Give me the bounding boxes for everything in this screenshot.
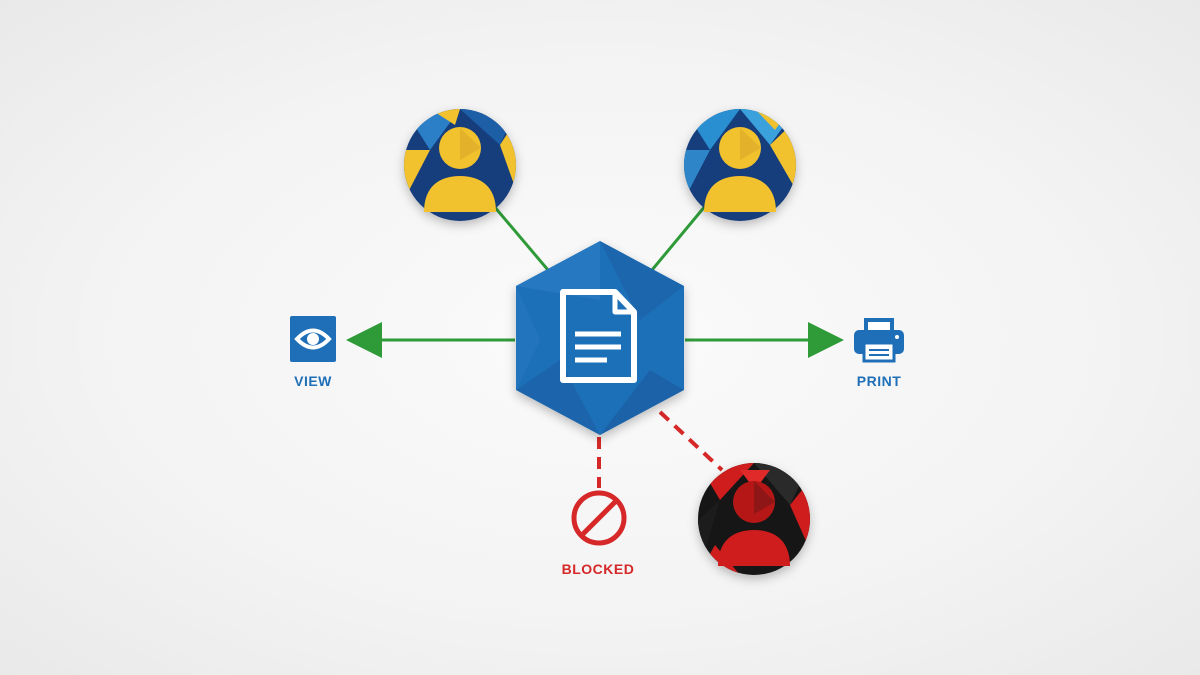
document-icon — [560, 289, 637, 383]
print-label: PRINT — [857, 373, 902, 389]
view-node[interactable]: VIEW — [290, 316, 336, 389]
blocked-label: BLOCKED — [562, 561, 635, 577]
connector-unauthorized-dashed — [658, 410, 724, 472]
user-icon — [718, 481, 790, 566]
prohibited-icon — [571, 490, 627, 546]
document-node[interactable] — [516, 241, 684, 435]
user-icon — [424, 127, 496, 212]
authorized-user-left[interactable] — [404, 109, 516, 221]
view-label: VIEW — [294, 373, 332, 389]
print-node[interactable]: PRINT — [854, 318, 904, 389]
unauthorized-user[interactable] — [698, 463, 810, 575]
user-icon — [704, 127, 776, 212]
printer-icon — [854, 318, 904, 363]
connector-top-left — [491, 204, 550, 271]
blocked-node[interactable]: BLOCKED — [562, 490, 635, 577]
connector-top-right — [650, 204, 708, 271]
authorized-user-right[interactable] — [684, 109, 796, 221]
